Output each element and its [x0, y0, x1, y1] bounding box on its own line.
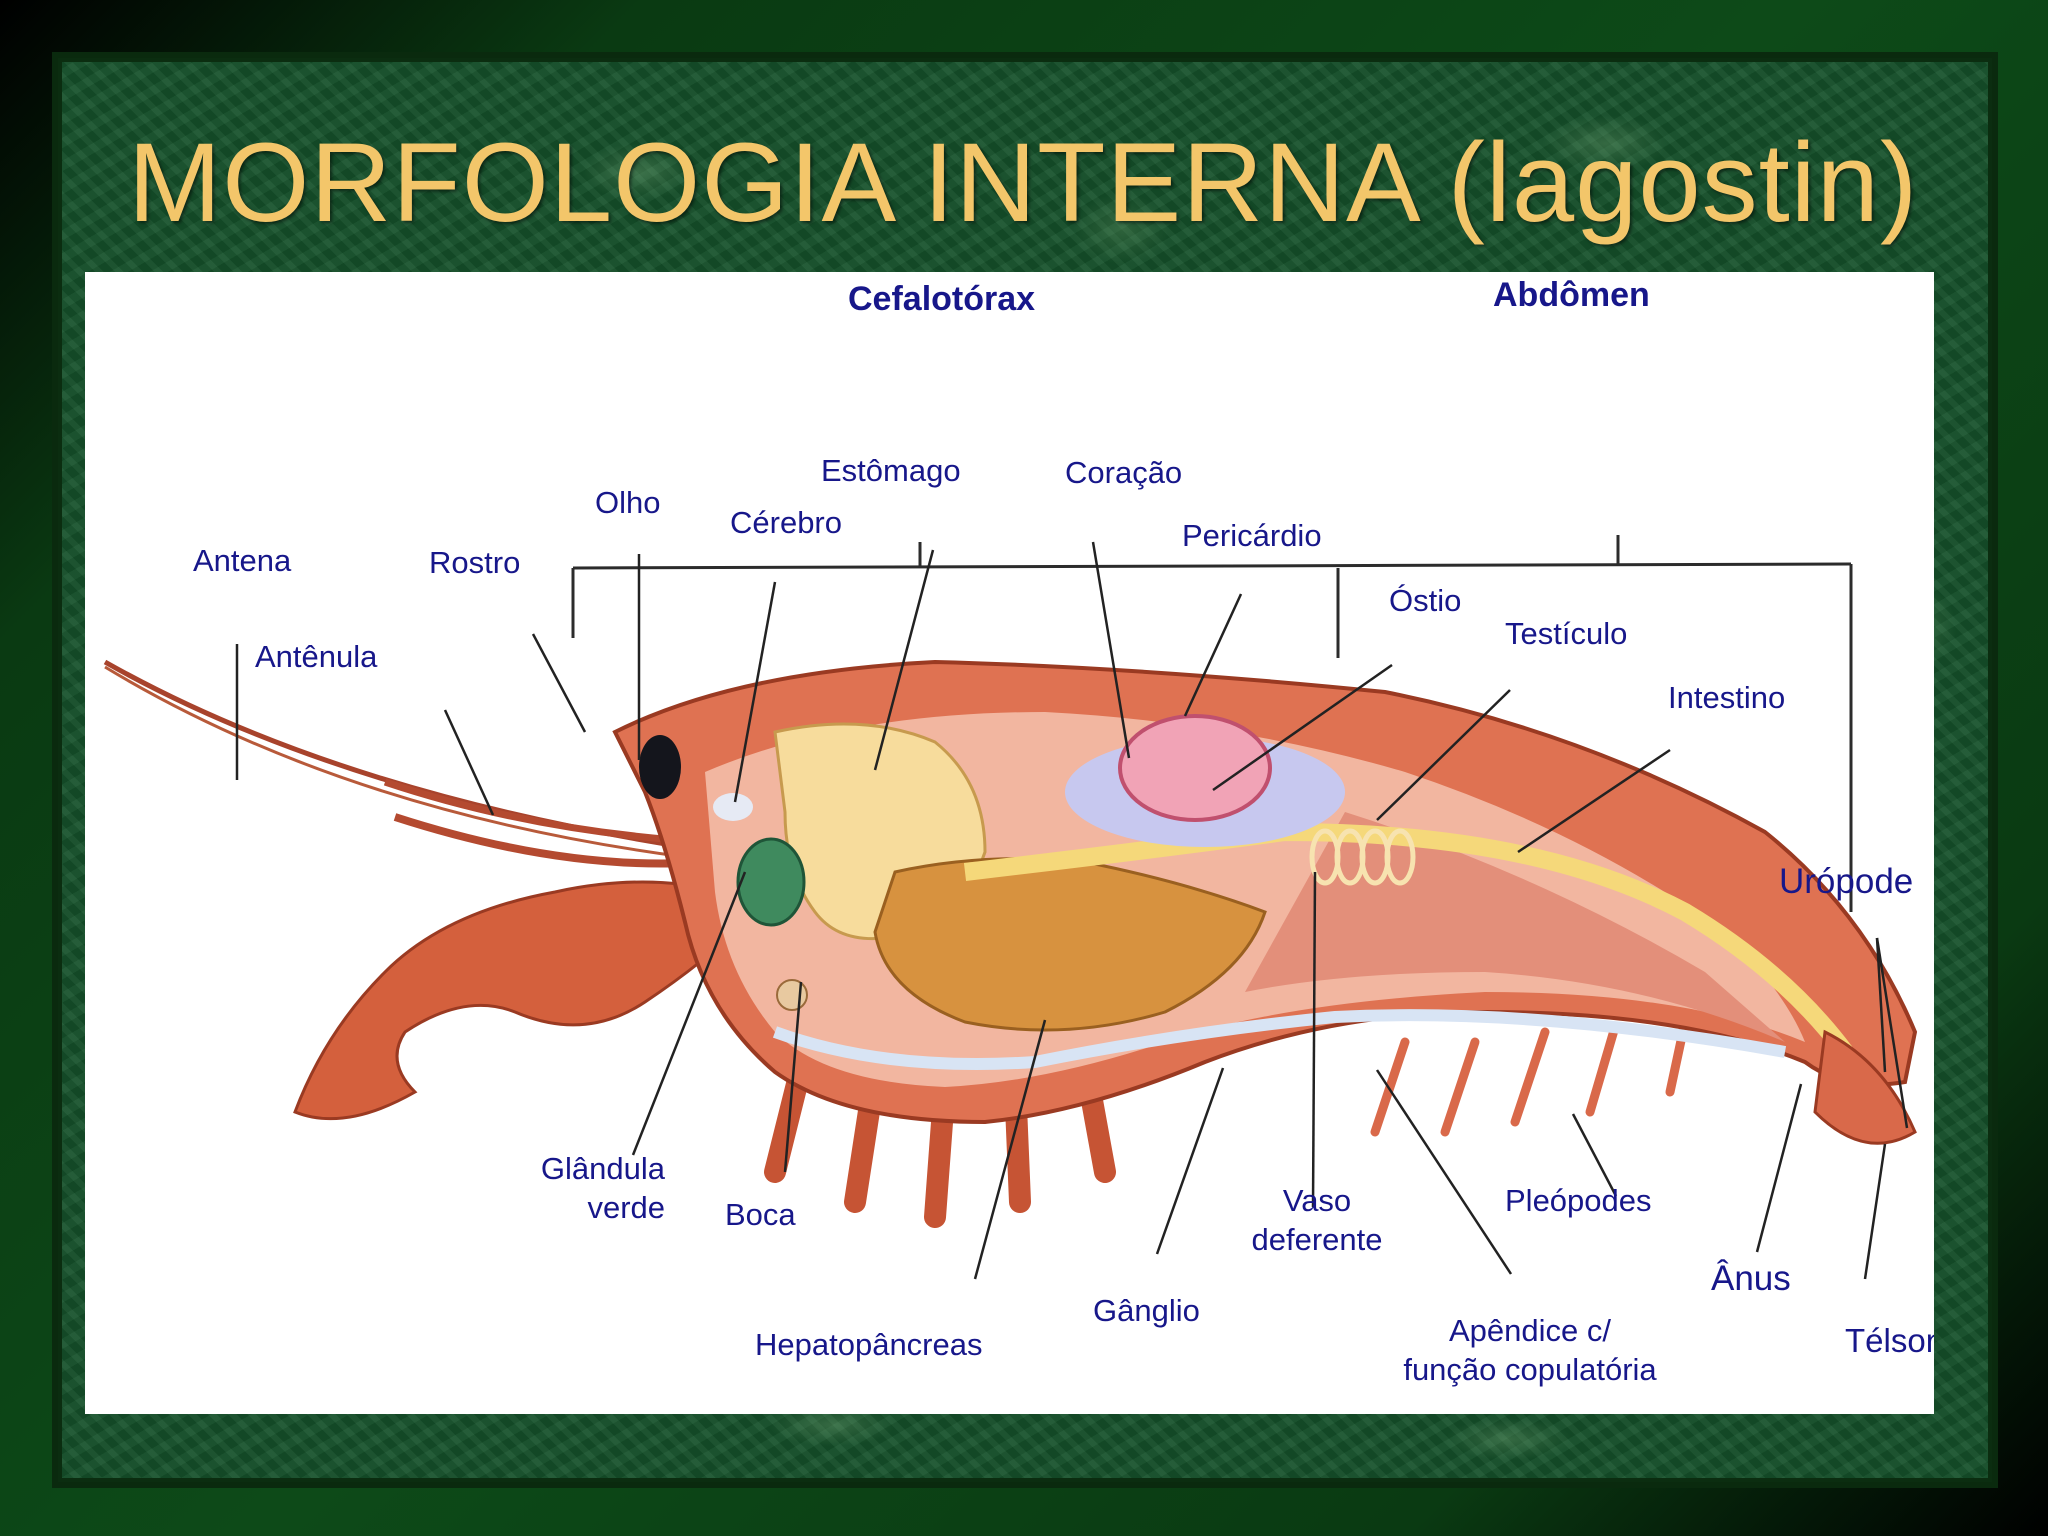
label-glandula-line-2: verde: [587, 1189, 665, 1225]
label-estomago: Estômago: [821, 453, 961, 488]
label-vaso-deferente: Vaso deferente: [1197, 1182, 1437, 1260]
label-cerebro: Cérebro: [730, 505, 842, 540]
brain-drawing: [713, 793, 753, 821]
label-olho: Olho: [595, 485, 661, 520]
testis-drawing: [1309, 828, 1416, 886]
label-apendice-line-1: Apêndice c/: [1449, 1313, 1611, 1348]
nerve-cord-drawing: [772, 1009, 1787, 1070]
label-antenula: Antênula: [255, 639, 378, 674]
region-bracket: [571, 535, 1853, 912]
label-testiculo: Testículo: [1505, 616, 1628, 651]
label-pleopodes: Pleópodes: [1505, 1183, 1652, 1218]
label-rostro: Rostro: [429, 545, 521, 580]
label-boca: Boca: [725, 1197, 796, 1232]
green-gland-drawing: [736, 837, 806, 927]
eye-drawing: [639, 735, 681, 799]
claw-drawing: [293, 880, 747, 1121]
label-ganglio: Gânglio: [1093, 1293, 1200, 1328]
crayfish-diagram: Cefalotórax Abdômen Antena Antênula Rost…: [85, 272, 1934, 1414]
label-vaso-line-1: Vaso: [1282, 1183, 1352, 1218]
antennule-drawing: [104, 665, 686, 859]
label-telson: Télson: [1845, 1322, 1934, 1359]
label-abdomen: Abdômen: [1493, 276, 1650, 314]
mouth-drawing: [776, 979, 808, 1011]
label-vaso-line-2: deferente: [1251, 1221, 1383, 1257]
label-glandula-line-1: Glândula: [540, 1151, 665, 1186]
leader-lines: [235, 541, 1909, 1280]
slide-title: MORFOLOGIA INTERNA (lagostin): [128, 120, 1919, 245]
label-pericardio: Pericárdio: [1182, 518, 1322, 553]
label-intestino: Intestino: [1668, 680, 1786, 715]
label-glandula-verde: Glândula verde: [475, 1150, 665, 1228]
label-antena: Antena: [193, 543, 292, 578]
label-coracao: Coração: [1065, 455, 1183, 490]
label-hepatopancreas: Hepatopâncreas: [755, 1327, 983, 1362]
intestine-drawing: [963, 822, 1853, 1058]
slide: MORFOLOGIA INTERNA (lagostin): [58, 58, 1992, 1482]
label-ostio: Óstio: [1389, 583, 1462, 618]
label-apendice: Apêndice c/ função copulatória: [1365, 1312, 1695, 1390]
pleopods-drawing: [1370, 1017, 1690, 1137]
tail-fan-drawing: [1813, 1029, 1917, 1145]
label-apendice-line-2: função copulatória: [1403, 1351, 1657, 1387]
crayfish-illustration: [103, 535, 1918, 1280]
abdominal-muscle-drawing: [1245, 812, 1785, 1042]
label-anus: Ânus: [1711, 1259, 1791, 1298]
heart-drawing: [1118, 714, 1272, 822]
label-uropode: Urópode: [1779, 862, 1914, 901]
label-cephalothorax: Cefalotórax: [848, 280, 1036, 318]
